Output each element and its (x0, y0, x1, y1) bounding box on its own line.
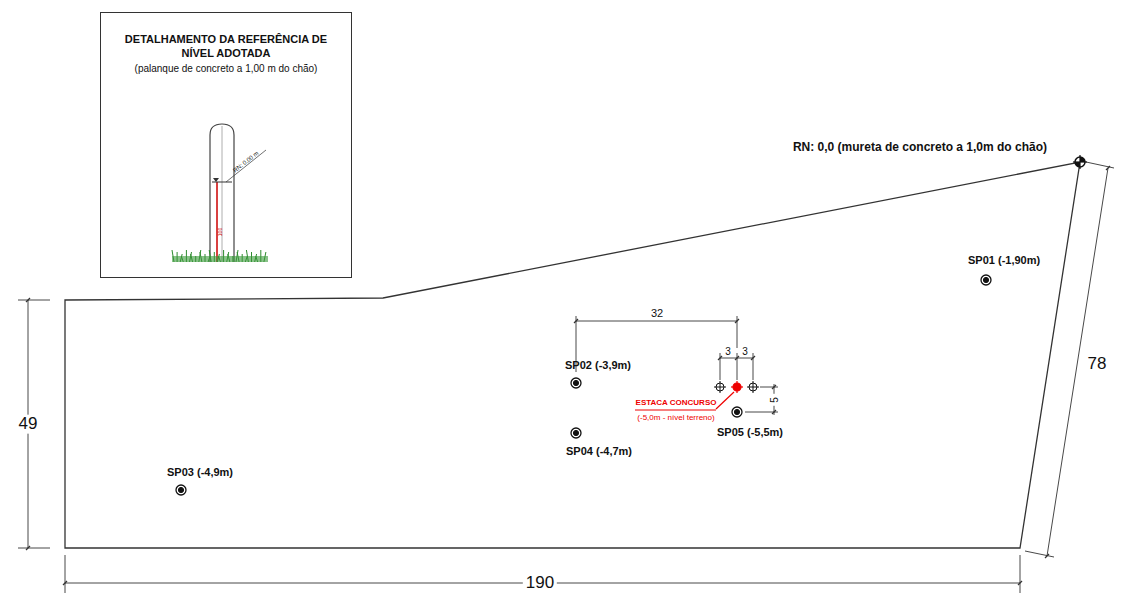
benchmark-label: RN: 0,0 (mureta de concreto a 1,0m do ch… (793, 141, 1047, 154)
inset-subtitle: (palanque de concreto a 1,00 m do chão) (101, 63, 351, 74)
borehole-label: SP04 (-4,7m) (566, 445, 632, 457)
inset-title: DETALHAMENTO DA REFERÊNCIA DE NÍVEL ADOT… (123, 33, 329, 61)
dimension: 49 (16, 415, 41, 434)
dimension: 3 (742, 346, 748, 357)
height-mark: 100 (218, 228, 224, 236)
dimension: 32 (651, 307, 663, 319)
dimension: 3 (725, 346, 731, 357)
borehole-label: SP05 (-5,5m) (717, 426, 783, 438)
dimension: 78 (1085, 355, 1110, 374)
borehole-label: SP01 (-1,90m) (968, 254, 1040, 266)
pile-label: ESTACA CONCURSO (636, 399, 717, 408)
borehole-label: SP02 (-3,9m) (565, 359, 631, 371)
borehole-label: SP03 (-4,9m) (167, 466, 233, 478)
reference-level: RN: 0,00 m (232, 150, 260, 174)
pile-note: (-5,0m - nível terreno) (637, 414, 714, 423)
dimension: 5 (769, 394, 780, 406)
dimension: 190 (523, 574, 557, 593)
detail-inset: DETALHAMENTO DA REFERÊNCIA DE NÍVEL ADOT… (100, 12, 352, 278)
